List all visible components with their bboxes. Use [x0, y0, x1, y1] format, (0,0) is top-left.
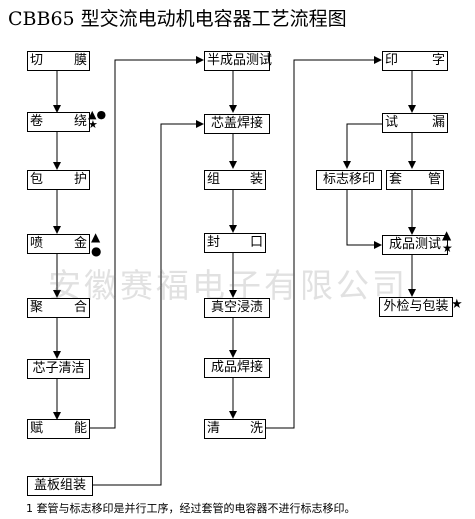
step-final-test: 成品测试: [382, 235, 448, 255]
step-wrapping: 包 护: [27, 170, 90, 190]
step-cover-assembly: 盖板组装: [27, 476, 93, 496]
step-sleeve: 套 管: [386, 170, 444, 190]
qc-marks-final-test: ▲ ★: [442, 228, 453, 255]
step-metal-spray: 喷 金: [27, 234, 90, 254]
step-winding: 卷 绕: [27, 112, 90, 132]
step-vacuum-impregnate: 真空浸渍: [204, 298, 270, 318]
footnote: 1 套管与标志移印是并行工序，经过套管的电容器不进行标志移印。: [26, 502, 356, 515]
step-product-weld: 成品焊接: [204, 358, 270, 378]
step-print: 印 字: [382, 51, 448, 71]
qc-mark-pack: ★: [451, 297, 463, 312]
qc-marks-spray: ▲ ●: [91, 230, 102, 258]
step-cut-film: 切 膜: [27, 51, 90, 71]
step-core-cover-weld: 芯盖焊接: [204, 114, 270, 134]
step-energize: 赋 能: [27, 419, 90, 439]
qc-marks-winding: ▲● ★: [88, 108, 107, 131]
step-leak-test: 试 漏: [382, 113, 448, 133]
diagram-title: CBB65 型交流电动机电容器工艺流程图: [8, 8, 347, 30]
step-semi-test: 半成品测试: [204, 51, 272, 71]
step-clean: 清 洗: [204, 419, 266, 439]
step-assemble: 组 装: [204, 170, 266, 190]
step-mark-print: 标志移印: [316, 170, 382, 190]
step-seal: 封 口: [204, 233, 266, 253]
step-inspect-pack: 外检与包装: [379, 297, 453, 317]
step-core-clean: 芯子清洁: [27, 359, 90, 379]
step-polymerize: 聚 合: [27, 298, 90, 318]
